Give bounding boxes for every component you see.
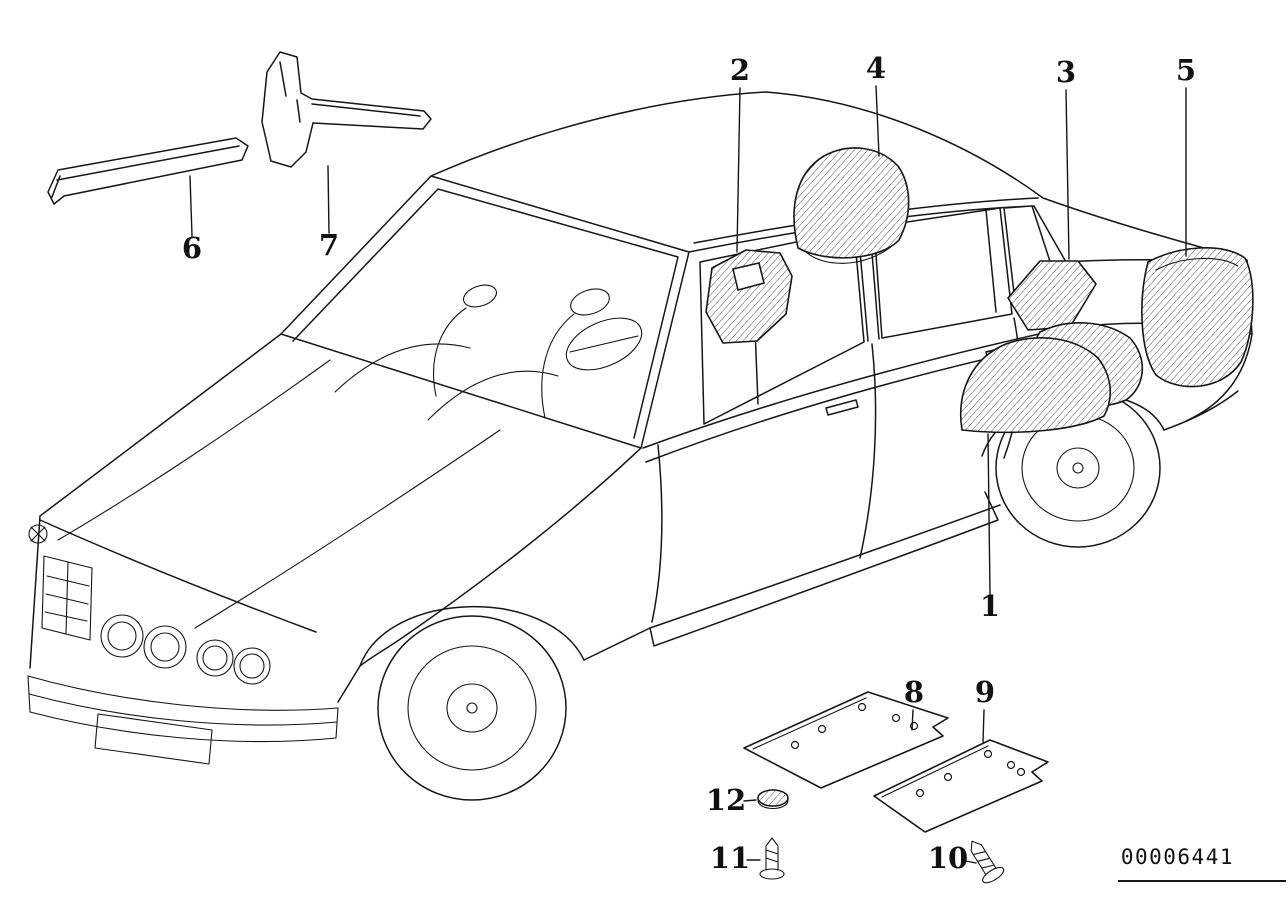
bmw-roundel <box>28 524 48 544</box>
part-shape-10 <box>970 840 1005 884</box>
callout-labels: 2 4 3 5 6 7 1 8 9 12 11 10 <box>182 51 1196 875</box>
callout-11[interactable]: 11 <box>710 841 750 875</box>
callout-12[interactable]: 12 <box>706 783 746 817</box>
leader-line-9 <box>982 709 985 743</box>
callout-6[interactable]: 6 <box>182 231 202 265</box>
trim-parts <box>47 51 1254 884</box>
callout-3[interactable]: 3 <box>1056 55 1076 89</box>
callout-4[interactable]: 4 <box>866 51 886 85</box>
callout-5[interactable]: 5 <box>1176 53 1196 87</box>
leader-line-10 <box>965 860 977 864</box>
leader-line-6 <box>189 175 193 237</box>
part-shape-8 <box>743 691 949 789</box>
leader-line-7 <box>327 165 330 234</box>
part-shape-4 <box>793 147 910 259</box>
callout-1[interactable]: 1 <box>980 589 1000 623</box>
leader-line-2 <box>736 87 741 253</box>
car-interior <box>433 284 643 419</box>
part-shape-5 <box>1141 247 1254 388</box>
car-front-fascia <box>27 526 339 765</box>
callout-8[interactable]: 8 <box>904 675 924 709</box>
leader-line-12 <box>743 799 757 802</box>
leader-line-3 <box>1065 89 1070 260</box>
callout-7[interactable]: 7 <box>319 228 339 262</box>
leader-line-8 <box>911 709 914 731</box>
headlight-cluster <box>100 614 271 685</box>
callout-2[interactable]: 2 <box>730 53 750 87</box>
part-shape-11 <box>759 837 785 880</box>
part-5-edge <box>1155 257 1239 271</box>
callout-10[interactable]: 10 <box>928 841 968 875</box>
leader-line-1 <box>987 433 991 595</box>
part-shape-6 <box>47 137 249 205</box>
leader-lines <box>189 85 1187 864</box>
part-shape-7 <box>261 51 432 168</box>
drawing-number: 00006441 <box>1121 845 1234 869</box>
part-shape-1 <box>960 337 1112 434</box>
part-4-flap <box>805 245 893 264</box>
part-shape-2 <box>705 249 793 344</box>
part-2-pocket <box>732 262 765 291</box>
part-shape-9 <box>873 739 1049 833</box>
leader-line-4 <box>875 85 880 157</box>
part-shape-3 <box>1007 260 1097 331</box>
callout-9[interactable]: 9 <box>975 675 995 709</box>
car-hood-details <box>57 343 559 629</box>
part-shape-12 <box>757 789 789 810</box>
front-wheel <box>359 606 585 801</box>
car-body-silhouette <box>29 333 1253 703</box>
